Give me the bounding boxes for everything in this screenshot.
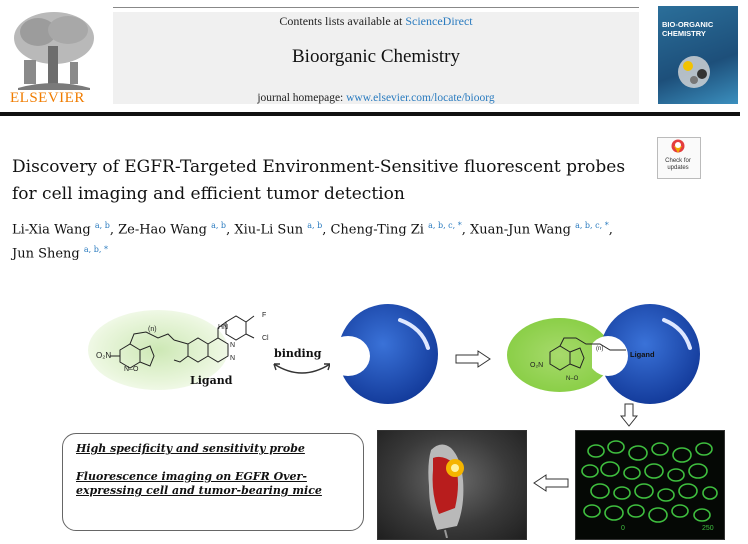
journal-homepage-link[interactable]: www.elsevier.com/locate/bioorg [346,92,495,104]
left-arrow-icon [533,474,569,492]
contents-prefix: Contents lists available at [279,14,406,28]
header-thick-rule [0,112,740,116]
chain-length-label: (n) [148,326,157,333]
publisher-wordmark: ELSEVIER [10,90,85,106]
author-name[interactable]: Cheng-Ting Zi [330,222,424,238]
article-title: Discovery of EGFR-Targeted Environment-S… [12,157,626,204]
author-name[interactable]: Ze-Hao Wang [118,222,207,238]
bookmark-icon [671,139,685,153]
down-arrow-icon [620,403,638,427]
egfr-receptor-icon [330,304,438,404]
journal-header-box [113,12,639,104]
homepage-prefix: journal homepage: [257,92,347,104]
author-affiliation[interactable]: a, b [94,221,110,230]
journal-cover-image [658,6,738,104]
ring-nitrogen-label: N [230,355,236,362]
cover-title: BIO-ORGANIC CHEMISTRY [662,20,714,38]
scale-end-label: 250 [702,525,714,532]
binding-label: binding [274,347,322,360]
journal-homepage-line: journal homepage: www.elsevier.com/locat… [113,92,639,104]
probe-fluorescence-glow [88,310,228,390]
egfr-receptor-bound-icon [592,304,700,404]
nitro-group-label: O₂N [96,351,112,360]
nitro-group-label-bound: O₂N [530,362,544,369]
bound-probe-structure-icon [549,337,626,371]
right-arrow-icon [455,350,491,368]
oxadiazole-label-bound: N–O [566,376,579,382]
author-name[interactable]: Li-Xia Wang [12,222,91,238]
author-name[interactable]: Jun Sheng [12,246,80,262]
journal-name: Bioorganic Chemistry [292,46,460,67]
author-name[interactable]: Xiu-Li Sun [234,222,304,238]
cover-molecule-icon [678,56,710,88]
author-affiliation[interactable]: a, b, * [83,245,108,255]
scale-start-label: 0 [621,525,625,532]
fluoro-label: F [262,312,267,319]
author-affiliation[interactable]: a, b [307,221,323,230]
ring-nitrogen-label: N [230,342,236,349]
chain-length-label-bound: (n) [596,346,604,352]
check-for-updates-label: Check for updates [665,158,691,171]
summary-line-specificity: High specificity and sensitivity probe [76,442,305,455]
contents-availability-line: Contents lists available at ScienceDirec… [113,14,639,29]
author-affiliation[interactable]: a, b [211,221,227,230]
summary-text-box [62,433,364,531]
author-affiliation[interactable]: a, b, c, * [575,221,609,230]
author-name[interactable]: Xuan-Jun Wang [470,222,571,238]
header-top-rule [113,7,639,8]
mouse-fluorescence-icon [428,444,464,538]
amine-label: HN [218,324,229,331]
elsevier-tree-logo-icon [8,8,100,90]
summary-line-imaging: Fluorescence imaging on EGFR Over-expres… [76,470,322,497]
cell-clusters-icon [581,440,718,523]
binding-curved-arrow-icon [273,363,331,374]
sciencedirect-link[interactable]: ScienceDirect [405,14,473,28]
author-list: Li-Xia Wang a, b, Ze-Hao Wang a, b, Xiu-… [12,221,613,262]
author-affiliation[interactable]: a, b, c, * [428,221,462,230]
cell-fluorescence-image [575,430,725,540]
ligand-label-bound: Ligand [630,350,655,359]
probe-ligand-structure-icon [110,315,255,369]
ligand-label: Ligand [190,374,233,387]
oxadiazole-label: N–O [124,366,139,373]
chloro-label: Cl [262,335,269,342]
